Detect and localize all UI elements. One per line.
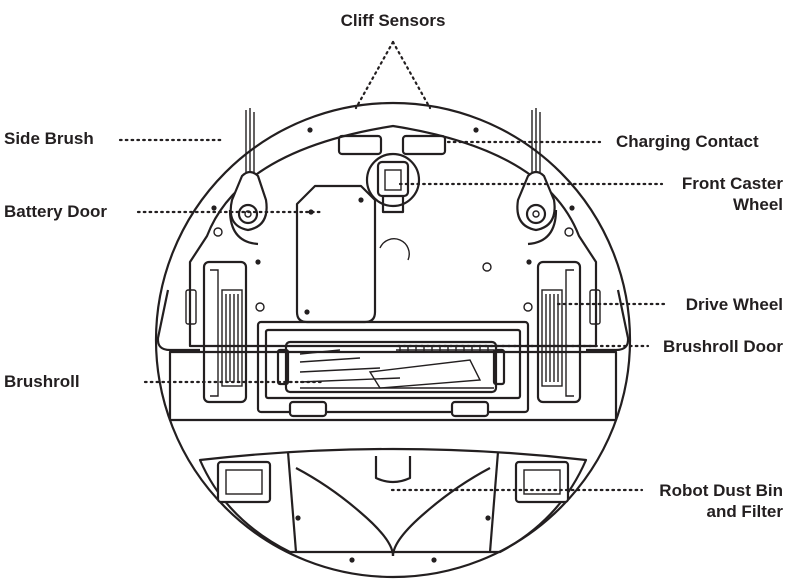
cliff-sensors-leader-left: [354, 40, 395, 110]
label-charging-contact: Charging Contact: [616, 132, 759, 151]
label-brushroll-door: Brushroll Door: [663, 337, 783, 356]
robot-body: [154, 101, 632, 579]
side-brush-right: [516, 108, 558, 246]
charging-contacts: [337, 134, 447, 156]
cliff-sensors-leader-right: [391, 40, 432, 110]
label-front-caster-wheel-line1: Front Caster: [682, 174, 783, 193]
drive-wheel-right: [536, 260, 582, 404]
callout-labels: Cliff Sensors Side Brush Charging Contac…: [4, 11, 783, 521]
brushroll: [276, 340, 506, 394]
front-caster-wheel: [365, 152, 421, 214]
label-brushroll: Brushroll: [4, 372, 80, 391]
label-robot-dust-bin-line1: Robot Dust Bin: [659, 481, 783, 500]
drive-wheel-left: [202, 260, 248, 404]
label-drive-wheel: Drive Wheel: [686, 295, 783, 314]
dust-bin: [198, 447, 588, 563]
label-front-caster-wheel-line2: Wheel: [733, 195, 783, 214]
label-battery-door: Battery Door: [4, 202, 107, 221]
label-robot-dust-bin-line2: and Filter: [706, 502, 783, 521]
label-side-brush: Side Brush: [4, 129, 94, 148]
callout-lines: [118, 40, 670, 492]
brushroll-door: [256, 320, 530, 418]
label-cliff-sensors: Cliff Sensors: [341, 11, 446, 30]
battery-door: [295, 184, 377, 324]
side-brush-left: [228, 108, 268, 246]
